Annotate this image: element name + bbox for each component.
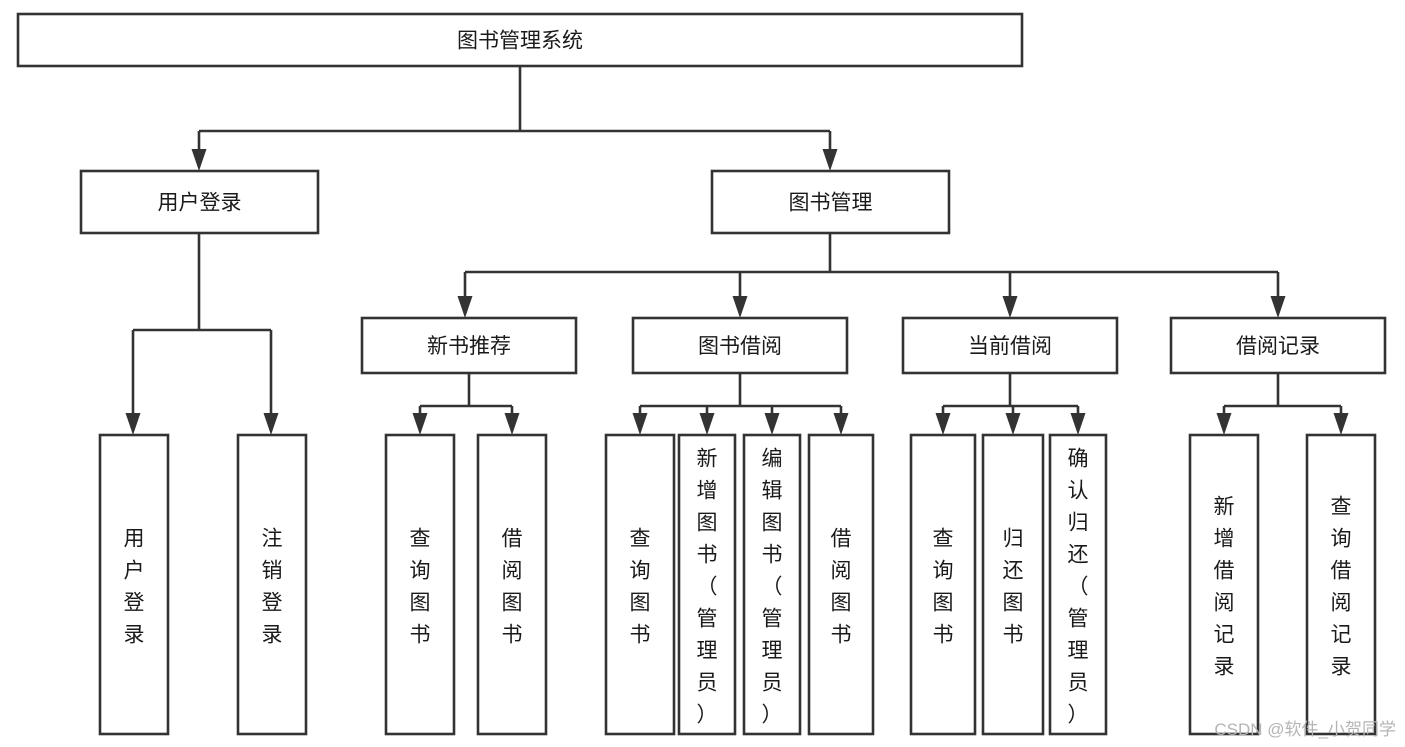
node-box-leaf-query-book-recommend[interactable] [384, 433, 456, 736]
node-box-leaf-add-book-admin[interactable] [677, 433, 737, 736]
node-label-leaf-borrow-book-recommend: 借阅图书 [502, 527, 523, 646]
book-borrow-arrow-icon-0 [632, 413, 648, 435]
node-box-leaf-user-login[interactable] [98, 433, 170, 736]
book-management-arrow-icon-0 [457, 296, 473, 318]
node-user-login[interactable]: 用户登录 [79, 169, 320, 235]
node-box-borrow-record[interactable] [1169, 316, 1387, 375]
root-arrow-icon-1 [822, 149, 838, 171]
node-label-leaf-add-borrow-record: 新增借阅记录 [1214, 495, 1235, 678]
node-label-leaf-confirm-return-admin: 确认归还（管理员） [1068, 447, 1089, 726]
node-box-leaf-user-logout[interactable] [236, 433, 308, 736]
connectors-layer [125, 66, 1349, 435]
current-borrow-arrow-icon-2 [1070, 413, 1086, 435]
node-box-leaf-borrow-book-recommend[interactable] [476, 433, 548, 736]
node-label-leaf-return-book: 归还图书 [1003, 527, 1024, 646]
node-label-leaf-user-logout: 注销登录 [262, 527, 283, 646]
nodes-layer: 图书管理系统用户登录图书管理新书推荐图书借阅当前借阅借阅记录用户登录注销登录查询… [16, 12, 1387, 736]
node-leaf-borrow-book-recommend[interactable]: 借阅图书 [476, 433, 548, 736]
node-box-leaf-add-borrow-record[interactable] [1188, 433, 1260, 736]
csdn-watermark: CSDN @软件_小贺同学 [1214, 720, 1396, 739]
node-box-root[interactable] [16, 12, 1024, 68]
node-book-management[interactable]: 图书管理 [710, 169, 951, 235]
node-label-current-borrow: 当前借阅 [968, 335, 1052, 358]
node-box-leaf-edit-book-admin[interactable] [742, 433, 802, 736]
node-label-root: 图书管理系统 [457, 30, 583, 53]
node-leaf-add-borrow-record[interactable]: 新增借阅记录 [1188, 433, 1260, 736]
node-leaf-query-borrow-record[interactable]: 查询借阅记录 [1305, 433, 1377, 736]
node-leaf-query-book-current[interactable]: 查询图书 [909, 433, 977, 736]
node-label-borrow-record: 借阅记录 [1236, 335, 1320, 358]
node-label-leaf-edit-book-admin: 编辑图书（管理员） [762, 447, 783, 726]
node-box-book-borrow[interactable] [631, 316, 849, 375]
node-leaf-user-login[interactable]: 用户登录 [98, 433, 170, 736]
node-label-user-login: 用户登录 [158, 192, 242, 215]
node-box-leaf-query-book-current[interactable] [909, 433, 977, 736]
node-label-leaf-query-book-recommend: 查询图书 [410, 527, 431, 646]
node-label-leaf-user-login: 用户登录 [124, 527, 145, 646]
node-label-leaf-query-borrow-record: 查询借阅记录 [1331, 495, 1352, 678]
node-box-new-book-recommend[interactable] [360, 316, 578, 375]
borrow-record-arrow-icon-1 [1333, 413, 1349, 435]
book-management-arrow-icon-3 [1270, 296, 1286, 318]
node-leaf-return-book[interactable]: 归还图书 [981, 433, 1045, 736]
node-root[interactable]: 图书管理系统 [16, 12, 1024, 68]
node-current-borrow[interactable]: 当前借阅 [901, 316, 1119, 375]
node-label-new-book-recommend: 新书推荐 [427, 335, 511, 358]
node-box-book-management[interactable] [710, 169, 951, 235]
node-leaf-query-book-recommend[interactable]: 查询图书 [384, 433, 456, 736]
node-label-book-management: 图书管理 [789, 192, 873, 215]
node-label-book-borrow: 图书借阅 [698, 335, 782, 358]
node-box-leaf-query-book-borrow[interactable] [604, 433, 676, 736]
root-arrow-icon-0 [191, 149, 207, 171]
book-borrow-arrow-icon-3 [833, 413, 849, 435]
new-book-recommend-arrow-icon-1 [504, 413, 520, 435]
book-management-arrow-icon-2 [1002, 296, 1018, 318]
book-management-arrow-icon-1 [732, 296, 748, 318]
node-label-leaf-query-book-borrow: 查询图书 [630, 527, 651, 646]
node-new-book-recommend[interactable]: 新书推荐 [360, 316, 578, 375]
node-leaf-edit-book-admin[interactable]: 编辑图书（管理员） [742, 433, 802, 736]
user-login-arrow-icon-0 [125, 413, 141, 435]
borrow-record-arrow-icon-0 [1216, 413, 1232, 435]
node-leaf-add-book-admin[interactable]: 新增图书（管理员） [677, 433, 737, 736]
book-borrow-arrow-icon-1 [699, 413, 715, 435]
node-box-leaf-return-book[interactable] [981, 433, 1045, 736]
node-label-leaf-add-book-admin: 新增图书（管理员） [697, 447, 718, 726]
node-box-leaf-borrow-book[interactable] [807, 433, 875, 736]
current-borrow-arrow-icon-0 [935, 413, 951, 435]
node-leaf-query-book-borrow[interactable]: 查询图书 [604, 433, 676, 736]
node-box-leaf-query-borrow-record[interactable] [1305, 433, 1377, 736]
new-book-recommend-arrow-icon-0 [412, 413, 428, 435]
node-label-leaf-query-book-current: 查询图书 [933, 527, 954, 646]
node-box-leaf-confirm-return-admin[interactable] [1048, 433, 1108, 736]
current-borrow-arrow-icon-1 [1005, 413, 1021, 435]
user-login-arrow-icon-1 [263, 413, 279, 435]
book-borrow-arrow-icon-2 [764, 413, 780, 435]
node-leaf-borrow-book[interactable]: 借阅图书 [807, 433, 875, 736]
node-leaf-user-logout[interactable]: 注销登录 [236, 433, 308, 736]
node-box-user-login[interactable] [79, 169, 320, 235]
node-leaf-confirm-return-admin[interactable]: 确认归还（管理员） [1048, 433, 1108, 736]
node-box-current-borrow[interactable] [901, 316, 1119, 375]
node-borrow-record[interactable]: 借阅记录 [1169, 316, 1387, 375]
node-book-borrow[interactable]: 图书借阅 [631, 316, 849, 375]
node-label-leaf-borrow-book: 借阅图书 [831, 527, 852, 646]
